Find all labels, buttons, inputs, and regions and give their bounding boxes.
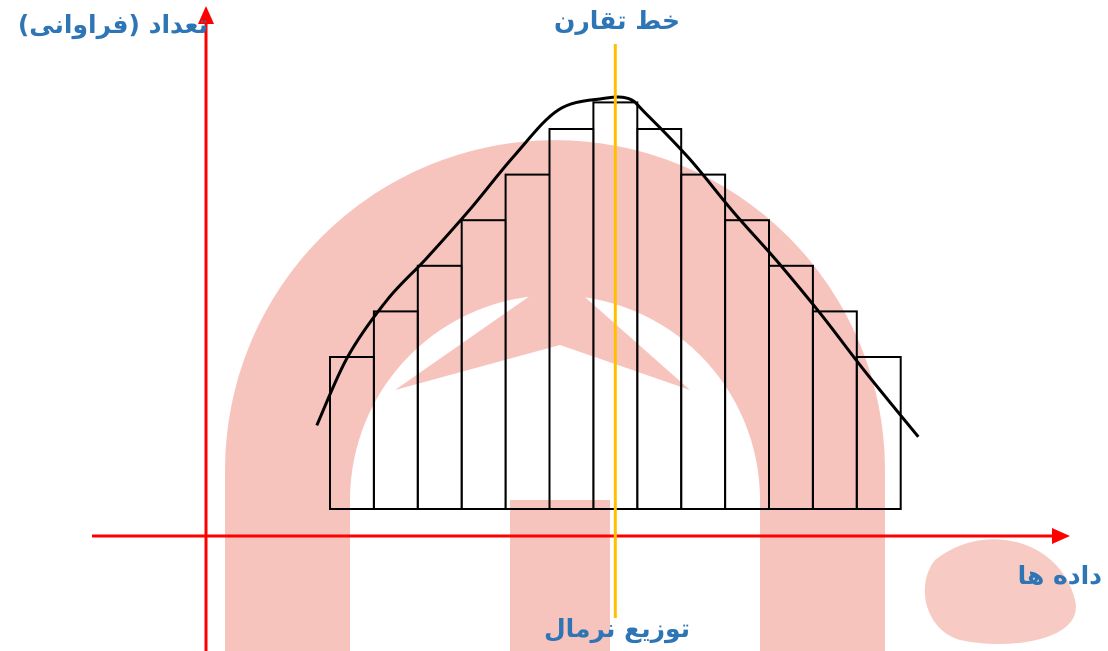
- watermark-arc: [225, 140, 885, 651]
- y-axis-arrow: [198, 6, 214, 24]
- x-axis-arrow: [1052, 528, 1070, 544]
- normal-curve: [315, 95, 920, 438]
- normal-curve-layer: [315, 95, 920, 438]
- histogram-bar-13: [855, 356, 902, 510]
- y-axis-label: تعداد (فراوانی): [17, 10, 208, 39]
- watermark-pillar: [510, 500, 610, 651]
- watermark-logo: [225, 140, 1076, 651]
- symmetry-line-label: خط تقارن: [554, 6, 680, 35]
- axes: [92, 6, 1070, 651]
- chart-caption: توزیع نرمال: [543, 614, 691, 643]
- x-axis-label: داده ها: [1017, 561, 1102, 590]
- watermark-drop: [924, 539, 1076, 645]
